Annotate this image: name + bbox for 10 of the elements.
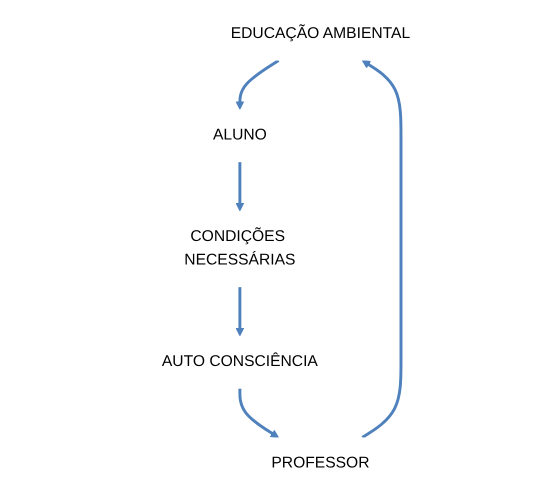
node-text: ALUNO — [213, 126, 268, 144]
arrow — [362, 60, 403, 439]
node-text: EDUCAÇÃO AMBIENTAL — [231, 25, 410, 42]
arrow — [236, 59, 280, 110]
node-text: CONDIÇÕES NECESSÁRIAS — [184, 228, 296, 269]
node-text: PROFESSOR — [272, 455, 370, 472]
node-text: AUTO CONSCIÊNCIA — [162, 353, 318, 370]
arrow — [236, 287, 244, 336]
arrow — [236, 162, 244, 212]
arrow — [238, 388, 280, 438]
